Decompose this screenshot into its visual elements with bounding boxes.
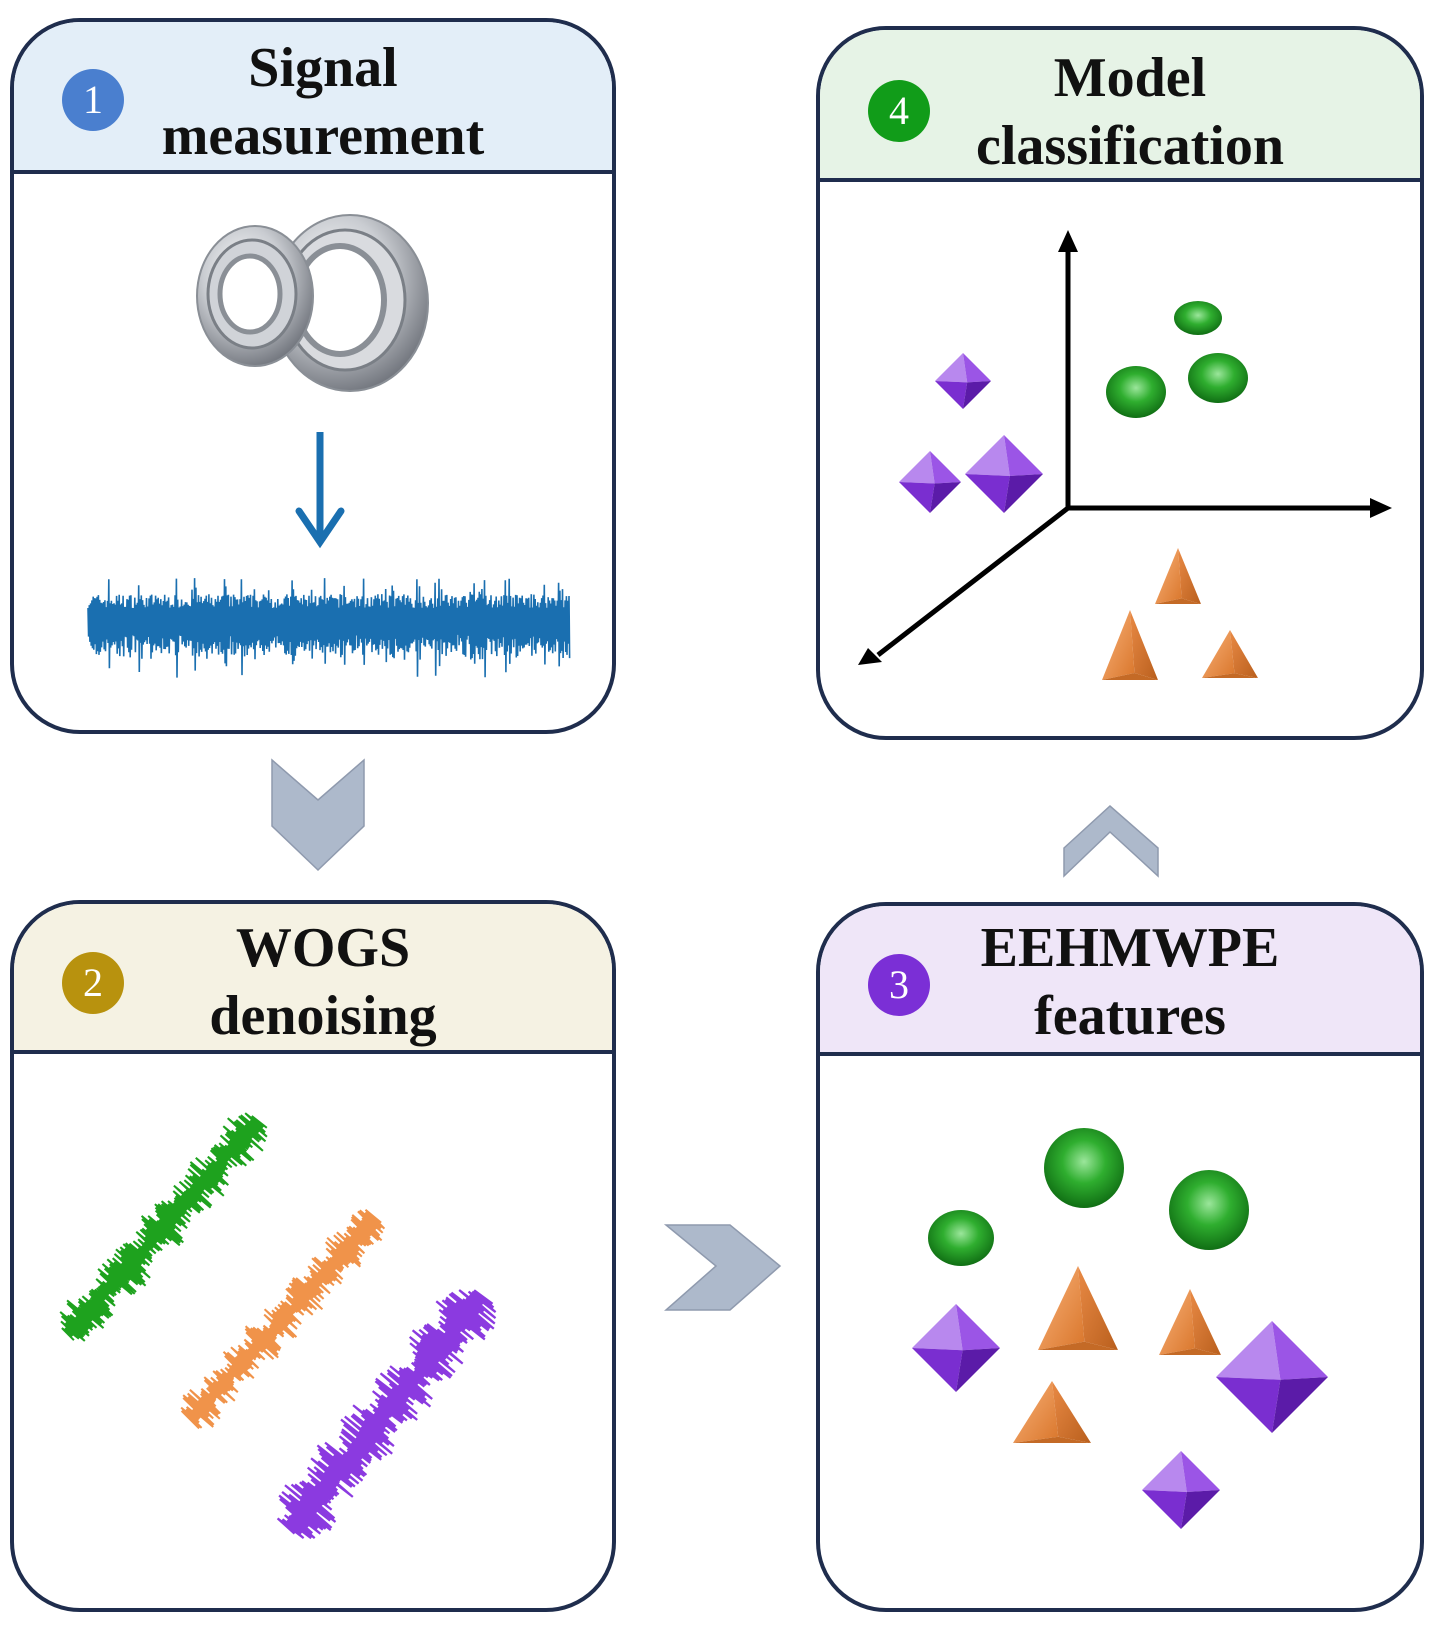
pyramid-face	[1078, 1266, 1118, 1350]
purple-signal-waveform	[276, 1289, 497, 1540]
octahedron-face	[965, 474, 1010, 513]
axes-3d-icon	[858, 230, 1392, 665]
octahedron-face	[1142, 1451, 1187, 1492]
step-badge-1: 1	[62, 69, 124, 131]
octahedron-face	[899, 451, 935, 484]
octahedron-face	[1216, 1321, 1281, 1380]
pyramid-face	[1052, 1381, 1091, 1443]
title-line-1: Signal	[248, 37, 398, 99]
pyramid-face	[1155, 548, 1182, 604]
octahedron-face	[1181, 1490, 1220, 1529]
panel-eehmwpe-features: 3 EEHMWPE features	[816, 902, 1424, 1612]
panel-title: EEHMWPE features	[820, 914, 1420, 1050]
pyramid-face	[1159, 1289, 1195, 1355]
octahedron-icon	[899, 353, 1328, 1529]
orange-signal-waveform	[180, 1209, 386, 1430]
panel-title: WOGS denoising	[14, 914, 612, 1050]
octahedron-face	[930, 482, 961, 513]
octahedron-face	[1004, 435, 1043, 476]
pyramid-face	[1230, 630, 1258, 678]
pyramid-face	[1159, 1348, 1221, 1355]
pyramid-face	[1190, 1289, 1221, 1355]
octahedron-face	[930, 451, 961, 484]
title-line-1: Model	[1053, 47, 1207, 109]
title-line-2: features	[1034, 985, 1226, 1047]
bearing-icon	[196, 214, 429, 392]
step-badge-4: 4	[868, 80, 930, 142]
octahedron-face	[963, 353, 991, 383]
step-badge-2: 2	[62, 952, 124, 1014]
title-line-1: WOGS	[235, 917, 411, 979]
title-line-2: classification	[976, 115, 1284, 177]
pyramid-face	[1102, 610, 1135, 680]
octahedron-face	[956, 1304, 1000, 1351]
panel-title: Signal measurement	[14, 34, 612, 170]
down-arrow-icon	[295, 432, 345, 549]
octahedron-face	[935, 381, 968, 409]
title-line-1: EEHMWPE	[980, 917, 1280, 979]
octahedron-face	[1142, 1490, 1187, 1529]
panel-title: Model classification	[820, 44, 1420, 180]
octahedron-face	[1272, 1321, 1328, 1380]
pyramid-face	[1038, 1266, 1085, 1350]
pyramid-face	[1202, 673, 1258, 678]
chevron-up-icon	[1063, 804, 1159, 878]
pyramid-face	[1130, 610, 1158, 680]
octahedron-face	[1181, 1451, 1220, 1492]
octahedron-face	[912, 1348, 963, 1392]
chevron-right-icon	[663, 1224, 782, 1311]
pyramid-face	[1155, 598, 1201, 604]
octahedron-face	[1216, 1377, 1281, 1433]
pyramid-face	[1013, 1381, 1059, 1443]
step-badge-3: 3	[868, 954, 930, 1016]
octahedron-face	[965, 435, 1010, 476]
octahedron-face	[963, 381, 991, 409]
octahedron-face	[899, 482, 935, 513]
panel-model-classification: 4 Model classification	[816, 26, 1424, 740]
title-line-2: measurement	[161, 105, 485, 167]
title-line-2: denoising	[209, 985, 437, 1047]
panel-wogs-denoising: 2 WOGS denoising	[10, 900, 616, 1612]
raw-signal-waveform	[87, 578, 571, 678]
pyramid-face	[1178, 548, 1201, 604]
pyramid-icon	[1013, 548, 1258, 1443]
pyramid-face	[1038, 1341, 1118, 1350]
sphere-icon	[928, 301, 1249, 1266]
pyramid-face	[1202, 630, 1235, 678]
green-signal-waveform	[59, 1112, 268, 1342]
octahedron-face	[935, 353, 968, 383]
octahedron-face	[1004, 474, 1043, 513]
octahedron-face	[912, 1304, 963, 1351]
octahedron-face	[956, 1348, 1000, 1392]
pyramid-face	[1013, 1436, 1091, 1443]
octahedron-face	[1272, 1377, 1328, 1433]
chevron-down-icon	[271, 758, 365, 872]
pyramid-face	[1102, 673, 1158, 680]
